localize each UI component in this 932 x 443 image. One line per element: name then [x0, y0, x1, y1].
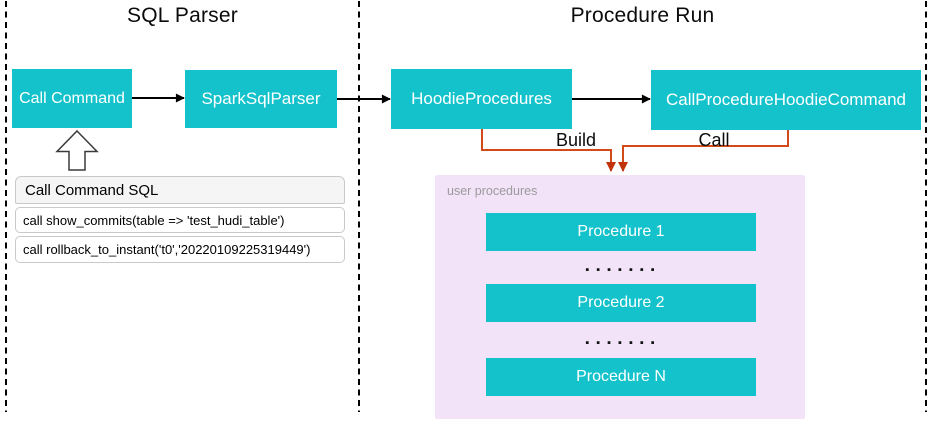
user-procedures-panel: user procedures Procedure 1 ▪▪▪▪▪▪▪ Proc…	[435, 175, 805, 419]
procedure-1-box: Procedure 1	[486, 213, 756, 251]
user-procedures-label: user procedures	[447, 184, 538, 198]
edge-label-build: Build	[555, 130, 597, 150]
ellipsis-dots: ▪▪▪▪▪▪▪	[585, 264, 662, 276]
procedure-n-box: Procedure N	[486, 358, 756, 396]
edge-label-call: Call	[698, 130, 730, 150]
procedure-2-box: Procedure 2	[486, 284, 756, 322]
section-title-sql-parser: SQL Parser	[127, 4, 238, 27]
sql-row-show-commits: call show_commits(table => 'test_hudi_ta…	[15, 207, 345, 233]
section-title-procedure-run: Procedure Run	[570, 4, 715, 27]
node-call-procedure-hoodie-command: CallProcedureHoodieCommand	[651, 70, 921, 130]
node-call-command: Call Command	[12, 69, 132, 128]
node-hoodie-procedures: HoodieProcedures	[391, 69, 572, 129]
ellipsis-dots: ▪▪▪▪▪▪▪	[585, 337, 662, 349]
sql-panel-header: Call Command SQL	[15, 176, 345, 204]
block-arrow-up-icon	[55, 129, 99, 171]
call-command-sql-panel: Call Command SQL call show_commits(table…	[15, 176, 345, 263]
node-spark-sql-parser: SparkSqlParser	[185, 70, 337, 128]
sql-row-rollback-to-instant: call rollback_to_instant('t0','202201092…	[15, 236, 345, 263]
